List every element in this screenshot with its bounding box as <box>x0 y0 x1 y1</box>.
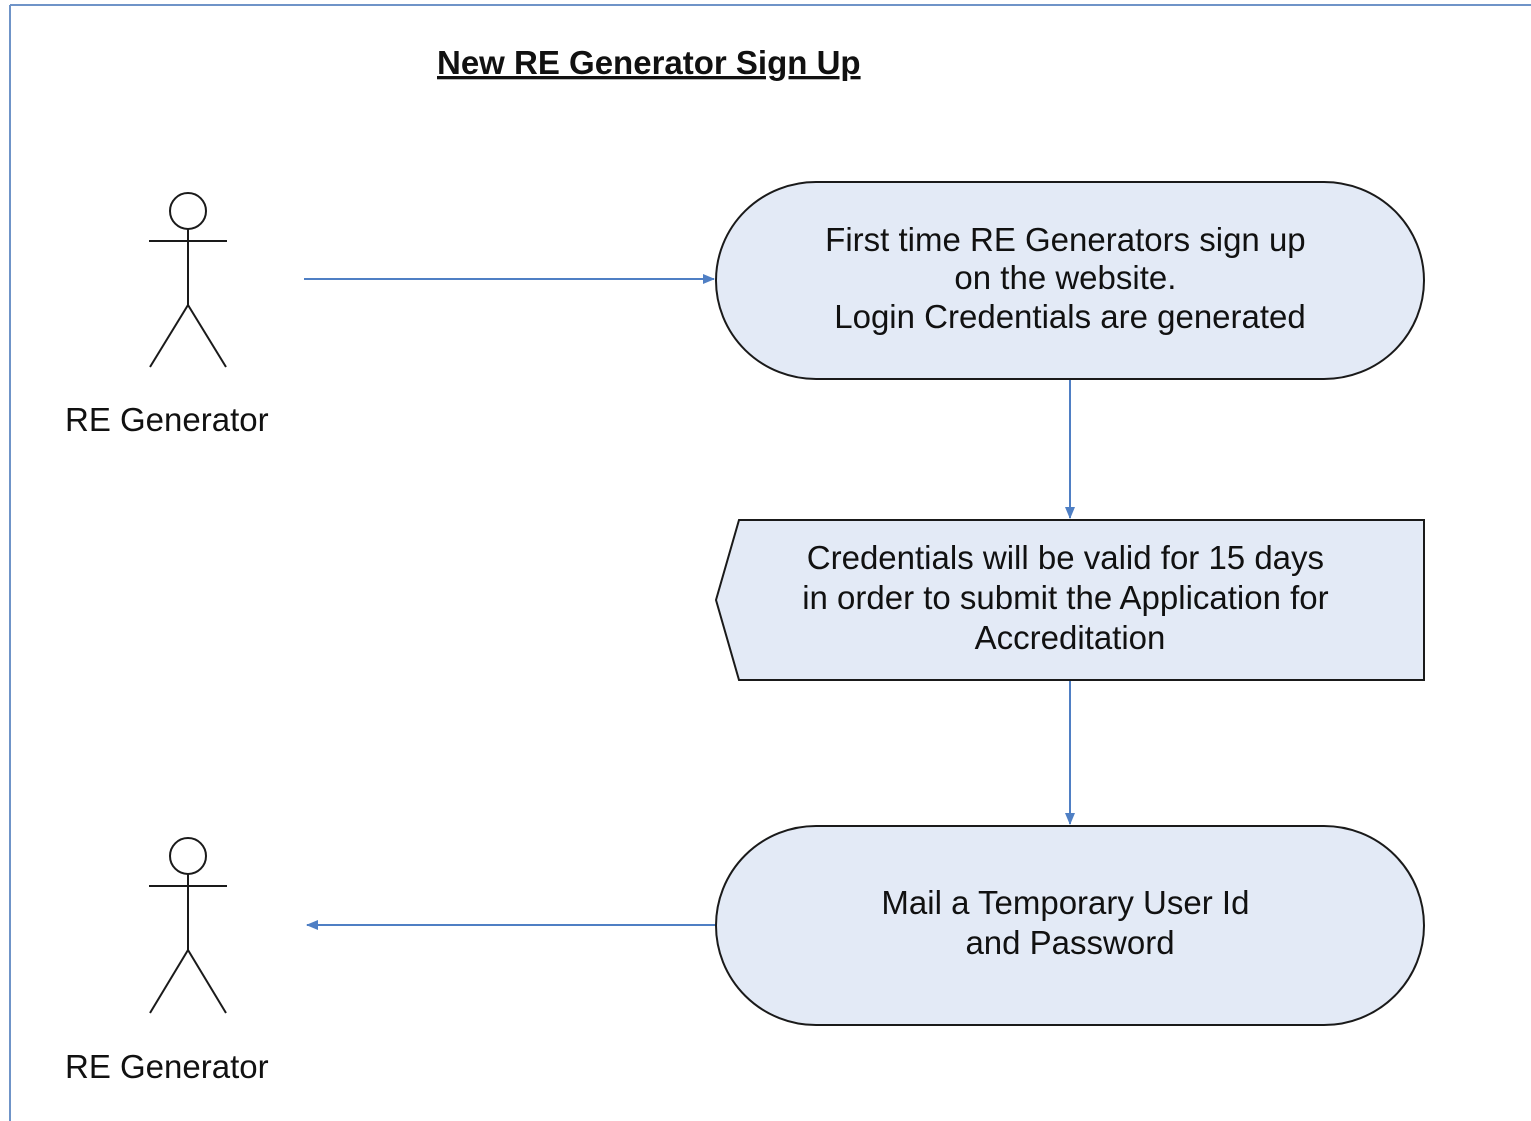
use-case-signup-text: First time RE Generators sign up on the … <box>825 221 1315 335</box>
actor-right-leg <box>187 949 227 1014</box>
use-case-signup-line-3: Login Credentials are generated <box>834 298 1306 335</box>
actor-right-leg <box>187 304 227 368</box>
use-case-mail-shape <box>715 825 1425 1026</box>
use-case-signup-line-2: on the website. <box>954 259 1176 296</box>
actor-re-generator-bottom <box>149 837 227 1014</box>
actor-left-leg <box>149 949 189 1014</box>
use-case-mail-line-1: Mail a Temporary User Id <box>881 884 1249 921</box>
actor-label-top: RE Generator <box>65 401 269 438</box>
actor-left-leg <box>149 304 189 368</box>
credentials-note-line-2: in order to submit the Application for <box>802 579 1328 616</box>
actor-head <box>169 192 207 230</box>
page-frame <box>9 4 1531 1121</box>
use-case-signup-line-1: First time RE Generators sign up <box>825 221 1306 258</box>
use-case-mail-text: Mail a Temporary User Id and Password <box>881 884 1258 961</box>
use-case-mail-line-2: and Password <box>965 924 1174 961</box>
credentials-note-line-3: Accreditation <box>975 619 1166 656</box>
use-case-signup-shape <box>715 181 1425 380</box>
diagram-title: New RE Generator Sign Up <box>437 44 861 81</box>
credentials-note-text: Credentials will be valid for 15 days in… <box>802 539 1338 656</box>
credentials-note-shape <box>714 519 1425 681</box>
actor-label-bottom: RE Generator <box>65 1048 269 1085</box>
actor-re-generator-top <box>149 192 227 368</box>
credentials-note-line-1: Credentials will be valid for 15 days <box>807 539 1324 576</box>
actor-head <box>169 837 207 875</box>
